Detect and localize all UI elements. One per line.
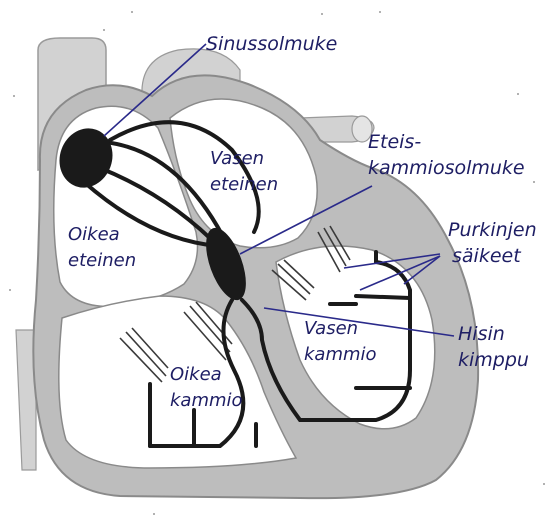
- label-oikea-kammio-line2: kammio: [170, 390, 243, 411]
- purkinje-left-1: [356, 296, 410, 298]
- label-hisin-kimppu-line1: Hisin: [458, 323, 505, 345]
- label-oikea-eteinen-line2: eteinen: [68, 250, 136, 271]
- label-oikea-eteinen-line1: Oikea: [68, 224, 120, 245]
- label-sinussolmuke: Sinussolmuke: [206, 33, 337, 55]
- label-purkinjen-saikeet-line2: säikeet: [452, 245, 522, 267]
- label-vasen-kammio-line2: kammio: [304, 344, 377, 365]
- label-oikea-kammio-line1: Oikea: [170, 364, 222, 385]
- label-vasen-eteinen-line2: eteinen: [210, 174, 278, 195]
- label-vasen-kammio-line1: Vasen: [304, 318, 358, 339]
- label-eteis-kammiosolmuke-line1: Eteis-: [368, 131, 421, 153]
- label-purkinjen-saikeet-line1: Purkinjen: [448, 219, 537, 241]
- label-eteis-kammiosolmuke-line2: kammiosolmuke: [368, 157, 525, 179]
- label-hisin-kimppu-line2: kimppu: [458, 349, 529, 371]
- label-vasen-eteinen-line1: Vasen: [210, 148, 264, 169]
